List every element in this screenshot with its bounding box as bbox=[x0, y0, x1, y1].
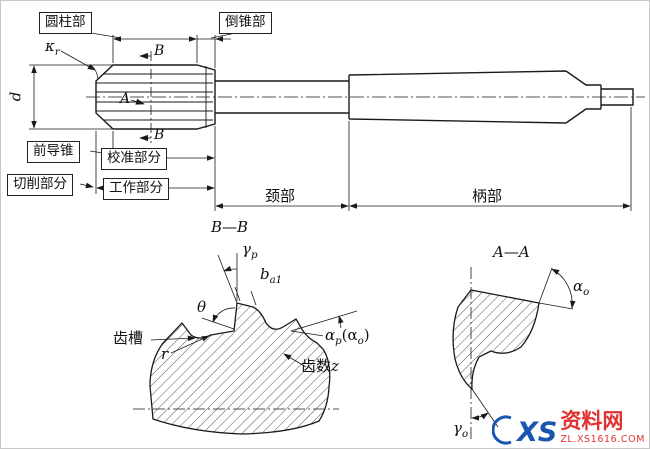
gamma-o-arc bbox=[471, 412, 489, 421]
tooth-count-label: 齿数z bbox=[301, 357, 339, 375]
fluted-body-outline bbox=[95, 64, 216, 130]
fillet-r-leader bbox=[170, 335, 210, 354]
section-bb-view bbox=[133, 253, 358, 435]
calibration-part-label: 校准部分 bbox=[101, 148, 167, 170]
section-aa-title: A—A bbox=[493, 243, 530, 261]
section-a-letter: A bbox=[120, 91, 131, 107]
gamma-p-arc bbox=[223, 265, 238, 272]
kappa-leader bbox=[60, 50, 96, 71]
extension-lines bbox=[29, 35, 632, 211]
front-guide-taper-label: 前导锥 bbox=[27, 141, 80, 163]
back-taper-part-label: 倒锥部 bbox=[219, 12, 272, 34]
alpha-o-arc bbox=[551, 268, 576, 309]
tooth-groove-label: 齿槽 bbox=[113, 329, 144, 347]
section-bb-body bbox=[149, 302, 331, 435]
tooth-groove-leader bbox=[150, 335, 196, 342]
land-width-ticks bbox=[234, 286, 257, 306]
cutting-leader bbox=[79, 182, 94, 189]
working-part-label: 工作部分 bbox=[103, 178, 169, 200]
kappa-r-label: κr bbox=[45, 37, 60, 58]
section-b-letter-top: B bbox=[154, 43, 165, 59]
section-aa-tooth bbox=[452, 289, 540, 391]
alpha-p-label: αp(αo) bbox=[323, 326, 372, 348]
section-a-leader bbox=[130, 98, 145, 105]
tooth-count-leader bbox=[283, 353, 307, 368]
watermark-url: ZL.XS1616.COM bbox=[560, 434, 645, 445]
cutting-part-label: 切削部分 bbox=[7, 174, 73, 196]
theta-arc bbox=[212, 307, 236, 323]
gamma-p-label: γp bbox=[242, 240, 258, 261]
gamma-o-line bbox=[471, 388, 499, 428]
watermark-swoosh-icon bbox=[492, 415, 512, 445]
land-width-label: ba1 bbox=[260, 265, 283, 286]
section-b-letter-bottom: B bbox=[154, 127, 165, 143]
section-bb-title: B—B bbox=[211, 218, 249, 236]
watermark: XS 资料网 ZL.XS1616.COM bbox=[492, 409, 645, 448]
kappa-arc bbox=[90, 64, 99, 80]
alpha-o-label: αo bbox=[573, 277, 590, 298]
gamma-p-reference-lines bbox=[217, 253, 238, 304]
label-leaders bbox=[84, 31, 242, 39]
reamer-side-view bbox=[86, 64, 645, 130]
section-aa-view bbox=[452, 267, 576, 439]
shank-part-label: 柄部 bbox=[470, 187, 505, 205]
neck-outline bbox=[215, 80, 349, 114]
watermark-name: 资料网 bbox=[560, 409, 624, 433]
neck-part-label: 颈部 bbox=[263, 187, 298, 205]
shank-outline bbox=[348, 70, 634, 124]
diameter-label: d bbox=[6, 91, 25, 102]
cylinder-part-label: 圆柱部 bbox=[39, 12, 92, 34]
theta-label: θ bbox=[197, 298, 207, 316]
fillet-r-label: r bbox=[161, 345, 169, 363]
watermark-logo: XS bbox=[517, 416, 558, 448]
alpha-o-lines bbox=[538, 267, 574, 310]
gamma-o-label: γo bbox=[453, 419, 469, 440]
flute-lines bbox=[96, 66, 213, 128]
theta-line bbox=[201, 317, 235, 330]
section-cut-marks bbox=[130, 51, 152, 143]
watermark-text-block: 资料网 ZL.XS1616.COM bbox=[560, 409, 645, 446]
